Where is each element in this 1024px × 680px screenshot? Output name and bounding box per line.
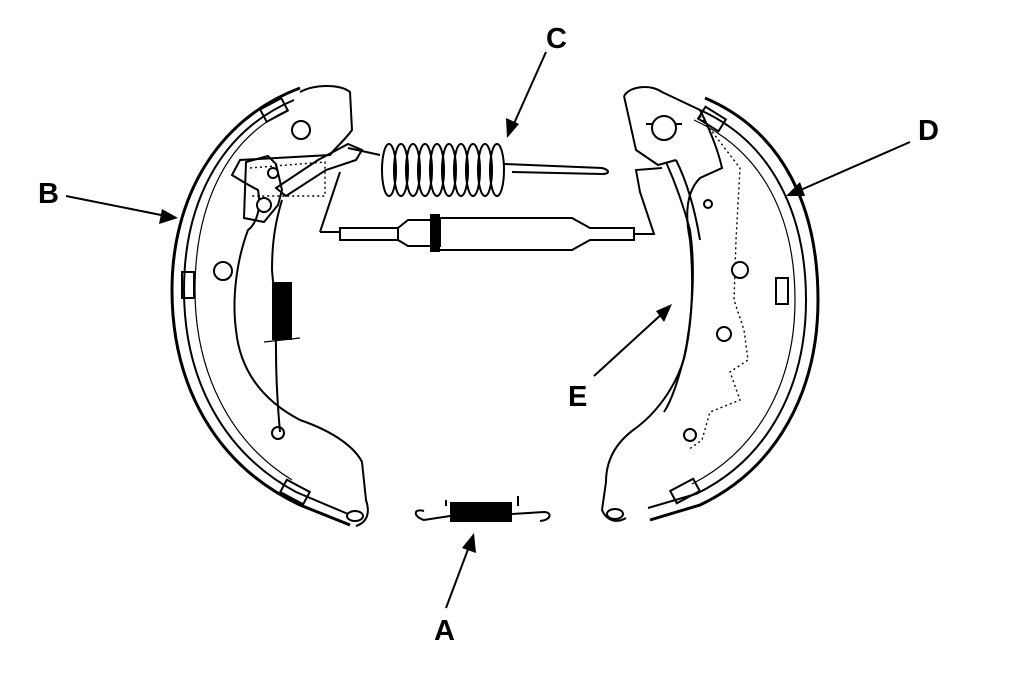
callout-b: B — [38, 178, 178, 224]
label-d: D — [918, 115, 939, 147]
label-c: C — [546, 23, 567, 55]
lower-return-spring-a — [414, 496, 551, 522]
adjuster-rod — [319, 167, 663, 252]
label-a: A — [434, 615, 455, 647]
right-brake-shoe — [600, 86, 820, 522]
callout-a: A — [434, 533, 476, 647]
adjuster-star-wheel — [430, 214, 440, 252]
left-brake-shoe — [170, 85, 369, 527]
left-hold-spring-coil — [272, 282, 292, 340]
callout-d: D — [786, 115, 939, 196]
callout-c: C — [506, 23, 567, 138]
label-b: B — [38, 178, 59, 210]
label-e: E — [568, 381, 587, 413]
adjuster-spring-c — [347, 143, 609, 197]
callout-e: E — [568, 304, 672, 413]
